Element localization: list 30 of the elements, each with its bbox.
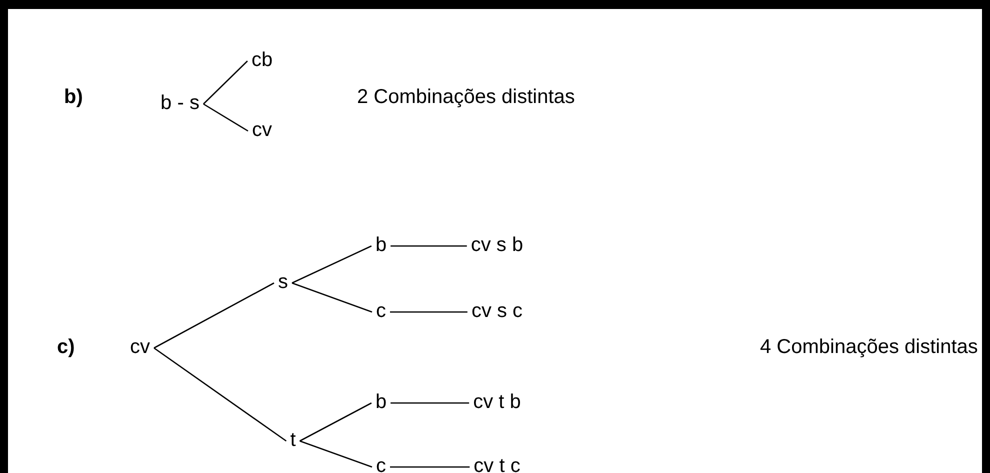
result-note: 4 Combinações distintas (759, 336, 979, 358)
tree-branch-line (390, 402, 470, 404)
tree-node-label: cv s b (468, 234, 526, 256)
tree-branch-line (390, 245, 467, 247)
tree-branch-line (292, 282, 372, 313)
tree-branch-line (300, 440, 372, 468)
tree-branch-line (390, 466, 470, 468)
part-label: b) (63, 86, 84, 108)
tree-branch-line (154, 282, 274, 349)
tree-branch-line (203, 103, 248, 132)
tree-node-label: b (373, 234, 389, 256)
tree-node-label: cv (250, 119, 274, 141)
tree-node-label: b (373, 391, 389, 413)
tree-node-label: cb (249, 49, 275, 71)
tree-branch-line (299, 402, 372, 442)
part-label: c) (56, 336, 76, 358)
tree-branch-line (154, 347, 287, 442)
tree-node-label: s (276, 271, 290, 293)
tree-node-label: cv t c (472, 455, 522, 473)
tree-node-label: b - s (158, 92, 202, 114)
tree-branch-line (203, 60, 248, 104)
tree-node-label: cv s c (469, 300, 525, 322)
tree-branch-line (292, 245, 372, 284)
tree-node-label: t (288, 429, 298, 451)
tree-node-label: cv t b (471, 391, 523, 413)
tree-node-label: cv (128, 336, 152, 358)
tree-branch-line (390, 311, 468, 313)
result-note: 2 Combinações distintas (356, 86, 576, 108)
tree-node-label: c (374, 455, 388, 473)
tree-node-label: c (374, 300, 388, 322)
